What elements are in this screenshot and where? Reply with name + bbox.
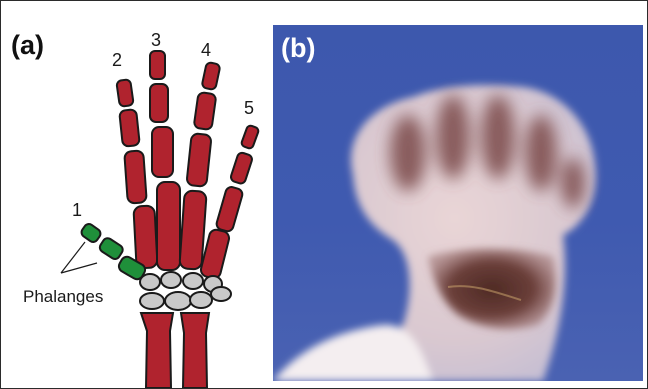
digit-1-label: 1 <box>72 201 82 219</box>
panel-a-hand-skeleton-diagram: (a) 1 2 3 4 5 Phalanges <box>1 1 269 388</box>
digit-4-label: 4 <box>201 41 211 59</box>
digit-3-label: 3 <box>151 31 161 49</box>
limb-photo-svg <box>273 25 643 381</box>
phalanges-pointer-lines <box>61 242 97 273</box>
digit-5-label: 5 <box>244 99 254 117</box>
panel-b-label: (b) <box>281 35 315 62</box>
carpal-bones <box>140 272 231 310</box>
panel-b-limb-photo: (b) <box>273 25 643 381</box>
digit-2-label: 2 <box>112 51 122 69</box>
phalanges-label: Phalanges <box>23 288 103 305</box>
panel-a-label: (a) <box>11 32 44 59</box>
forearm-bones <box>141 313 209 388</box>
